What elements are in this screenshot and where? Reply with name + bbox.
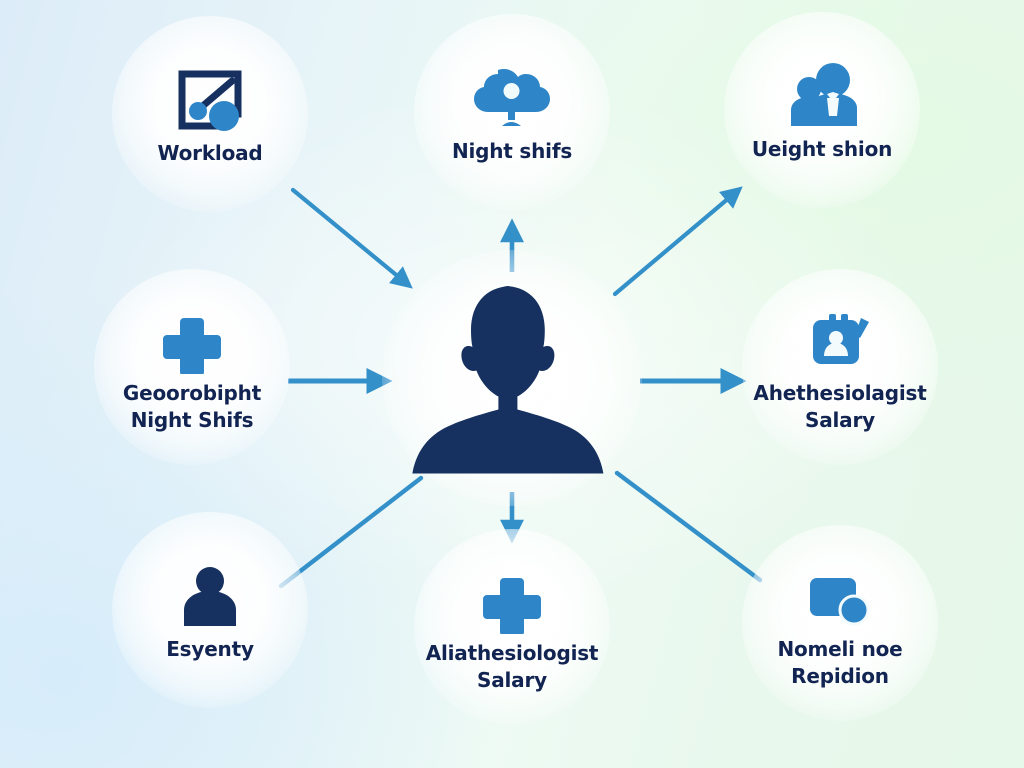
node-label: Nomeli noe Repidion (777, 637, 903, 688)
node-label: Geoorobipht Night Shifs (122, 381, 262, 432)
node-label: Ueight shion (751, 137, 893, 161)
node-label: Aliathesiologist Salary (425, 641, 599, 692)
person-silhouette-icon (407, 278, 617, 478)
node-geoorobipht-night-shifs[interactable]: Geoorobipht Night Shifs (92, 269, 292, 465)
center-node[interactable] (382, 250, 642, 506)
rounded-square-circle-icon (804, 556, 876, 630)
two-people-icon (783, 56, 861, 130)
connector-workload-to-center (290, 187, 413, 289)
node-nomeli-noe-repidion[interactable]: Nomeli noe Repidion (740, 525, 940, 721)
node-label: Workload (157, 141, 263, 165)
node-night-shifs[interactable]: Night shifs (412, 13, 612, 210)
medical-cross-icon (481, 560, 543, 634)
node-esyenty[interactable]: Esyenty (110, 511, 310, 708)
connector-center-to-nomeli (614, 470, 763, 583)
chart-frame-icon (174, 60, 246, 134)
cloud-tree-icon (473, 58, 550, 132)
node-workload[interactable]: Workload (110, 15, 310, 212)
node-ahethesiolagist-salary[interactable]: Ahethesiolagist Salary (740, 269, 940, 465)
node-label: Night shifs (451, 139, 573, 163)
medical-cross-icon (161, 300, 223, 374)
connector-center-to-ueight-shion (612, 186, 743, 297)
node-label: Ahethesiolagist Salary (753, 381, 927, 432)
node-ueight-shion[interactable]: Ueight shion (722, 11, 922, 208)
node-aliathesiologist-salary[interactable]: Aliathesiologist Salary (412, 529, 612, 725)
person-icon (179, 556, 241, 630)
clipboard-pen-icon (805, 300, 875, 374)
node-label: Esyenty (166, 637, 254, 661)
